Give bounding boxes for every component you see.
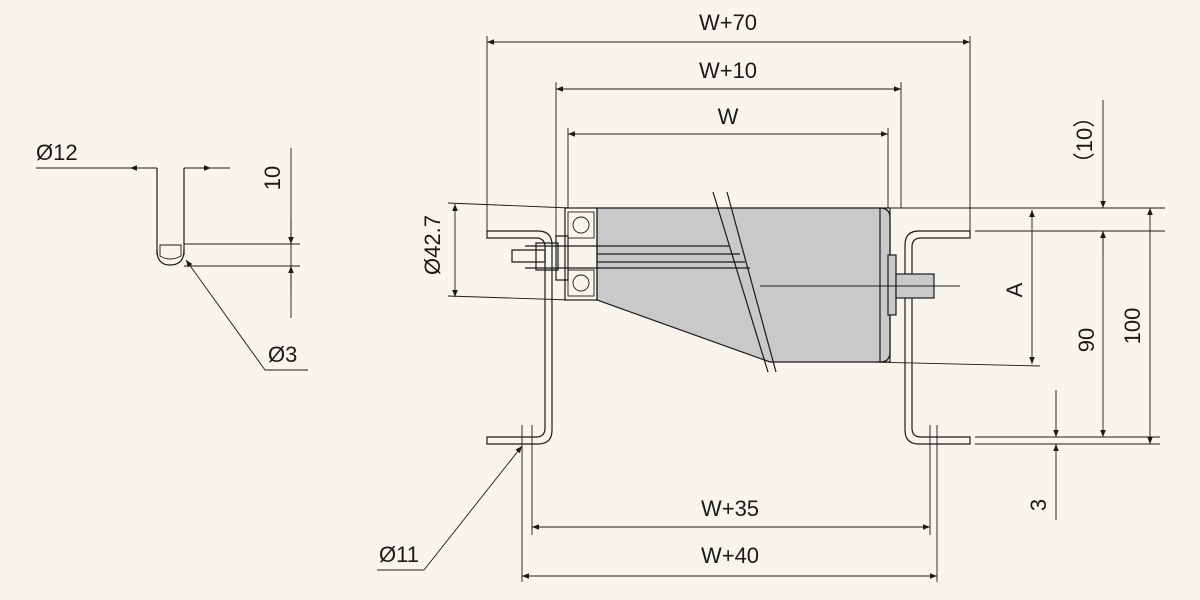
leader-diameter-11: Ø11 bbox=[377, 445, 523, 571]
left-bracket bbox=[486, 230, 553, 445]
dim-w70: W+70 bbox=[486, 10, 971, 231]
roller-assembly bbox=[486, 191, 971, 445]
label-diameter-12: Ø12 bbox=[36, 140, 78, 165]
dim-hundred: 100 bbox=[900, 207, 1165, 445]
dim-three: 3 bbox=[1026, 390, 1059, 520]
dim-w35: W+35 bbox=[531, 425, 931, 535]
label-paren-10: （10） bbox=[1072, 106, 1097, 174]
dim-w: W bbox=[567, 104, 889, 208]
label-ninety: 90 bbox=[1074, 328, 1099, 352]
label-three: 3 bbox=[1026, 499, 1051, 511]
roller-tube bbox=[596, 207, 891, 363]
dim-paren-10: （10） bbox=[975, 100, 1165, 255]
shaft-tip-detail: Ø12 10 Ø3 bbox=[36, 140, 308, 371]
dim-ninety: 90 bbox=[975, 231, 1160, 438]
label-w-plus-10: W+10 bbox=[699, 58, 757, 83]
label-diameter-3: Ø3 bbox=[268, 342, 297, 367]
dim-w10: W+10 bbox=[555, 58, 902, 236]
label-w: W bbox=[718, 104, 739, 129]
label-w-plus-35: W+35 bbox=[701, 496, 759, 521]
label-w-plus-40: W+40 bbox=[701, 543, 759, 568]
label-hundred: 100 bbox=[1120, 308, 1145, 345]
label-ten: 10 bbox=[260, 166, 285, 190]
label-diameter-11: Ø11 bbox=[379, 542, 419, 567]
label-a: A bbox=[1002, 282, 1027, 297]
dim-diameter-427: Ø42.7 bbox=[420, 202, 571, 301]
right-bracket bbox=[904, 230, 971, 445]
label-w-plus-70: W+70 bbox=[699, 10, 757, 35]
label-diameter-42-7: Ø42.7 bbox=[420, 215, 445, 275]
dim-w40: W+40 bbox=[521, 425, 938, 582]
